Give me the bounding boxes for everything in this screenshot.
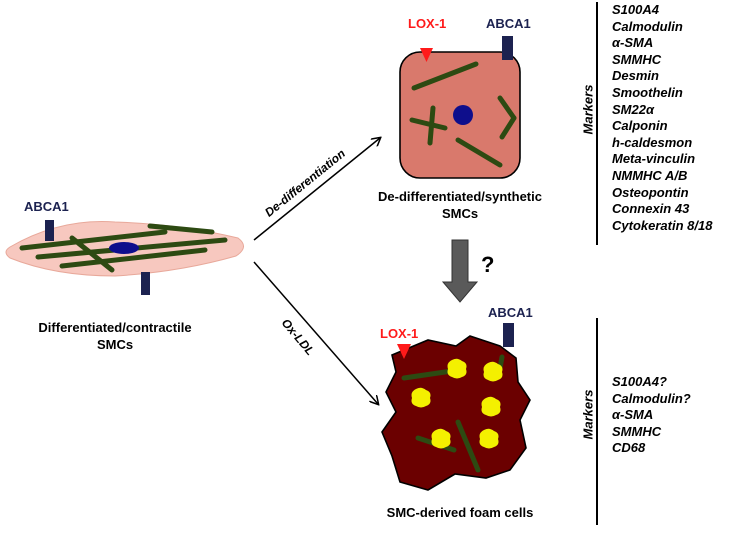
- foam-cell: [381, 323, 531, 491]
- marker-item: Osteopontin: [612, 184, 689, 200]
- synthetic-lox1-receptor: [420, 48, 433, 62]
- oxldl-arrow: [253, 261, 378, 404]
- contractile-abca1-receptor-bottom: [141, 272, 150, 295]
- marker-item: Smoothelin: [612, 84, 683, 100]
- foam-abca1-label: ABCA1: [488, 305, 533, 320]
- contractile-abca1-label: ABCA1: [24, 199, 69, 214]
- marker-item: SMMHC: [612, 423, 662, 439]
- marker-item: CD68: [612, 440, 646, 456]
- lipid-droplet: [431, 428, 451, 449]
- synthetic-label-line2: SMCs: [441, 206, 479, 221]
- marker-item: Desmin: [612, 68, 659, 84]
- synthetic-abca1-receptor: [502, 36, 513, 60]
- marker-item: Calmodulin?: [612, 390, 691, 406]
- foam-cell-label: SMC-derived foam cells: [386, 505, 534, 520]
- marker-item: Meta-vinculin: [612, 151, 696, 167]
- marker-item: SM22α: [612, 101, 655, 117]
- contractile-cell: [5, 220, 244, 295]
- contractile-nucleus: [109, 242, 139, 254]
- marker-item: Calponin: [612, 118, 668, 134]
- synthetic-abca1-label: ABCA1: [486, 16, 531, 31]
- marker-item: α-SMA: [612, 35, 654, 51]
- synthetic-lox1-label: LOX-1: [408, 16, 447, 31]
- markers-lower-title: Markers: [580, 389, 596, 440]
- marker-item: Cytokeratin 8/18: [612, 217, 713, 233]
- contractile-label-line1: Differentiated/contractile: [38, 320, 192, 335]
- contractile-abca1-receptor-top: [45, 220, 54, 241]
- marker-item: Connexin 43: [612, 201, 690, 217]
- lipid-droplet: [447, 358, 467, 379]
- markers-upper-title: Markers: [580, 84, 596, 135]
- contractile-label-line2: SMCs: [96, 337, 134, 352]
- marker-item: Calmodulin: [612, 18, 683, 34]
- transition-block-arrow: [441, 239, 479, 303]
- marker-item: S100A4: [612, 2, 659, 17]
- marker-item: α-SMA: [612, 407, 654, 423]
- foam-lox1-receptor: [397, 344, 411, 359]
- lipid-droplet: [411, 387, 431, 408]
- contractile-cell-label: Differentiated/contractile SMCs: [20, 319, 210, 353]
- synthetic-cell: [399, 36, 521, 179]
- transition-question-mark: ?: [481, 252, 495, 277]
- marker-item: h-caldesmon: [612, 134, 693, 150]
- lipid-droplet: [481, 396, 501, 417]
- synthetic-label-line1: De-differentiated/synthetic: [378, 189, 542, 204]
- synthetic-nucleus: [453, 105, 473, 125]
- dedifferentiation-arrow: [253, 138, 380, 241]
- synthetic-cell-label: De-differentiated/synthetic SMCs: [360, 188, 560, 222]
- foam-lox1-label: LOX-1: [380, 326, 419, 341]
- marker-item: SMMHC: [612, 51, 662, 67]
- marker-item: S100A4?: [612, 374, 667, 389]
- marker-item: NMMHC A/B: [612, 167, 688, 183]
- lipid-droplet: [479, 428, 499, 449]
- foam-abca1-receptor: [503, 323, 514, 347]
- foam-lipid-droplets: [411, 358, 503, 449]
- lipid-droplet: [483, 361, 503, 382]
- synthetic-fibers: [409, 61, 517, 168]
